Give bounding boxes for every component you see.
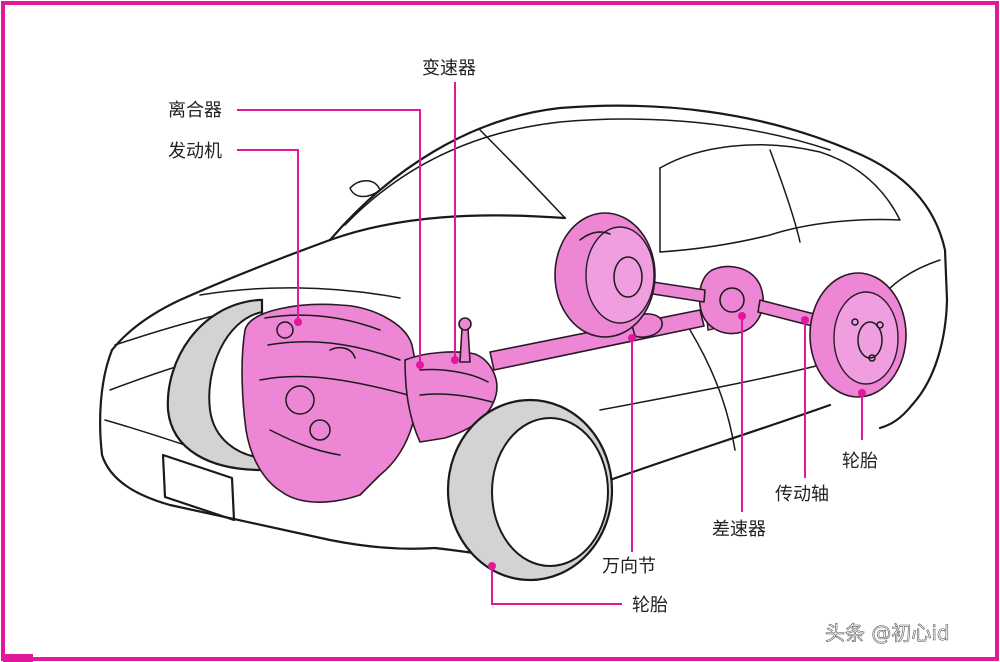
leader-lines [237,82,866,605]
label-clutch: 离合器 [168,100,222,121]
rear-left-wheel [554,212,656,338]
watermark: 头条 @初心id [825,621,950,645]
front-right-wheel [446,398,614,582]
label-differential: 差速器 [712,519,766,540]
engine-assembly [241,303,498,503]
label-transmission: 变速器 [422,58,476,79]
label-drive-shaft: 传动轴 [775,484,829,505]
label-wheel-front: 轮胎 [632,595,668,616]
label-engine: 发动机 [168,141,222,162]
label-wheel-rear: 轮胎 [842,451,878,472]
frame-corner-mark [3,654,33,662]
label-universal-joint: 万向节 [602,556,656,577]
car-body [99,104,949,562]
rear-right-wheel [809,272,907,398]
